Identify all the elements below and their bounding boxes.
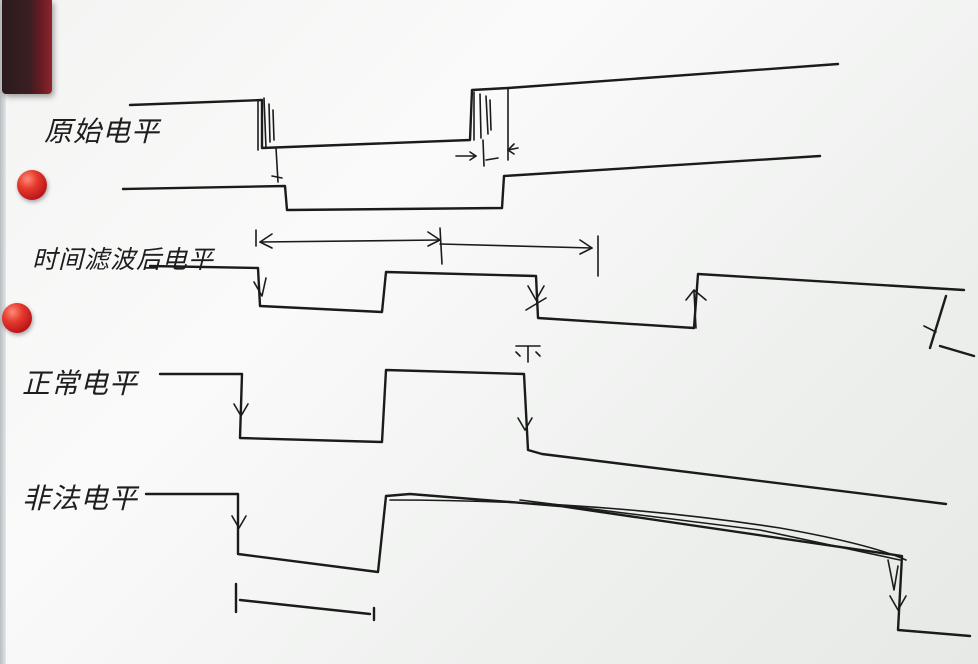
abnormal-tick <box>887 559 899 591</box>
raw-glitch-marks-2 <box>473 87 509 167</box>
abnormal-arrow-2 <box>889 595 907 611</box>
filtered-edge-mark-2 <box>525 285 547 311</box>
raw-upper-trace <box>128 62 840 150</box>
filtered-edge-mark-1 <box>253 277 267 297</box>
abnormal-trace <box>144 492 972 638</box>
normal-arrow-2 <box>517 417 533 431</box>
label-abnormal-level: 非法电平 <box>22 482 139 515</box>
raw-level-waveform <box>121 62 840 212</box>
label-raw-level: 原始电平 <box>44 115 161 148</box>
normal-level-waveform <box>158 345 948 506</box>
duration-marker <box>234 582 376 622</box>
filtered-tail-mark <box>923 325 937 333</box>
abnormal-decay-curve-2 <box>519 499 901 561</box>
filtered-edge-mark-3 <box>685 289 707 329</box>
normal-trace <box>158 368 948 506</box>
raw-glitch-marks-1 <box>257 97 283 183</box>
red-magnet-2 <box>2 303 32 333</box>
label-normal-level: 正常电平 <box>22 367 139 400</box>
raw-pulse-width-marker <box>455 143 519 161</box>
whiteboard-frame <box>0 0 6 664</box>
time-filtered-waveform <box>148 264 976 358</box>
raw-lower-trace <box>121 154 822 212</box>
filter-time-window-arrows <box>255 227 599 277</box>
filtered-tail <box>928 294 976 358</box>
label-time-filter-level: 时间滤波后电平 <box>32 245 215 274</box>
red-magnet-1 <box>17 170 47 200</box>
abnormal-arrow-1 <box>231 515 247 529</box>
filtered-trace <box>148 264 966 330</box>
normal-mark-top <box>515 345 541 363</box>
eraser <box>2 0 52 94</box>
normal-arrow-1 <box>233 403 249 417</box>
abnormal-level-waveform <box>144 492 972 638</box>
abnormal-decay-curve <box>389 499 907 561</box>
